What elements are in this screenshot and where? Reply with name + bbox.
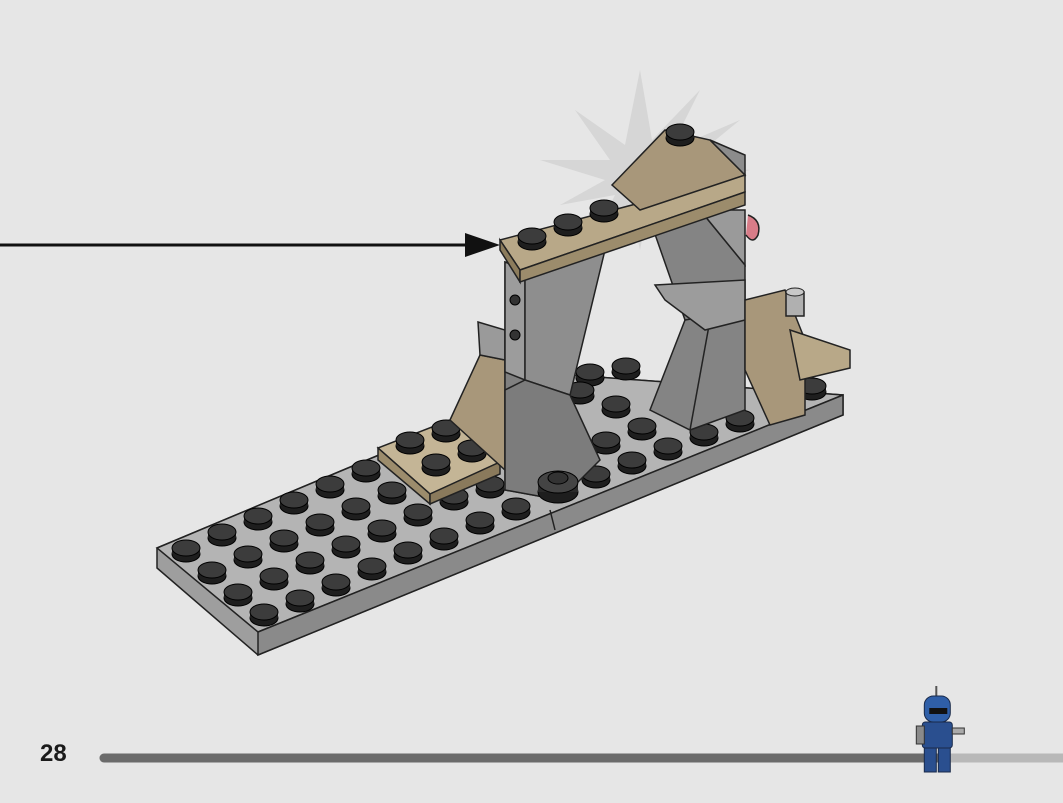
arrow-right-icon [465,233,500,257]
tan-plate [376,419,502,506]
tan-top-beam [498,123,760,285]
right-tan-rock [653,279,851,426]
callout-arrow [0,233,500,257]
left-gray-pillar [504,248,607,501]
minifigure-icon [915,686,965,773]
page-number: 28 [40,740,67,767]
round-plate [537,470,579,504]
